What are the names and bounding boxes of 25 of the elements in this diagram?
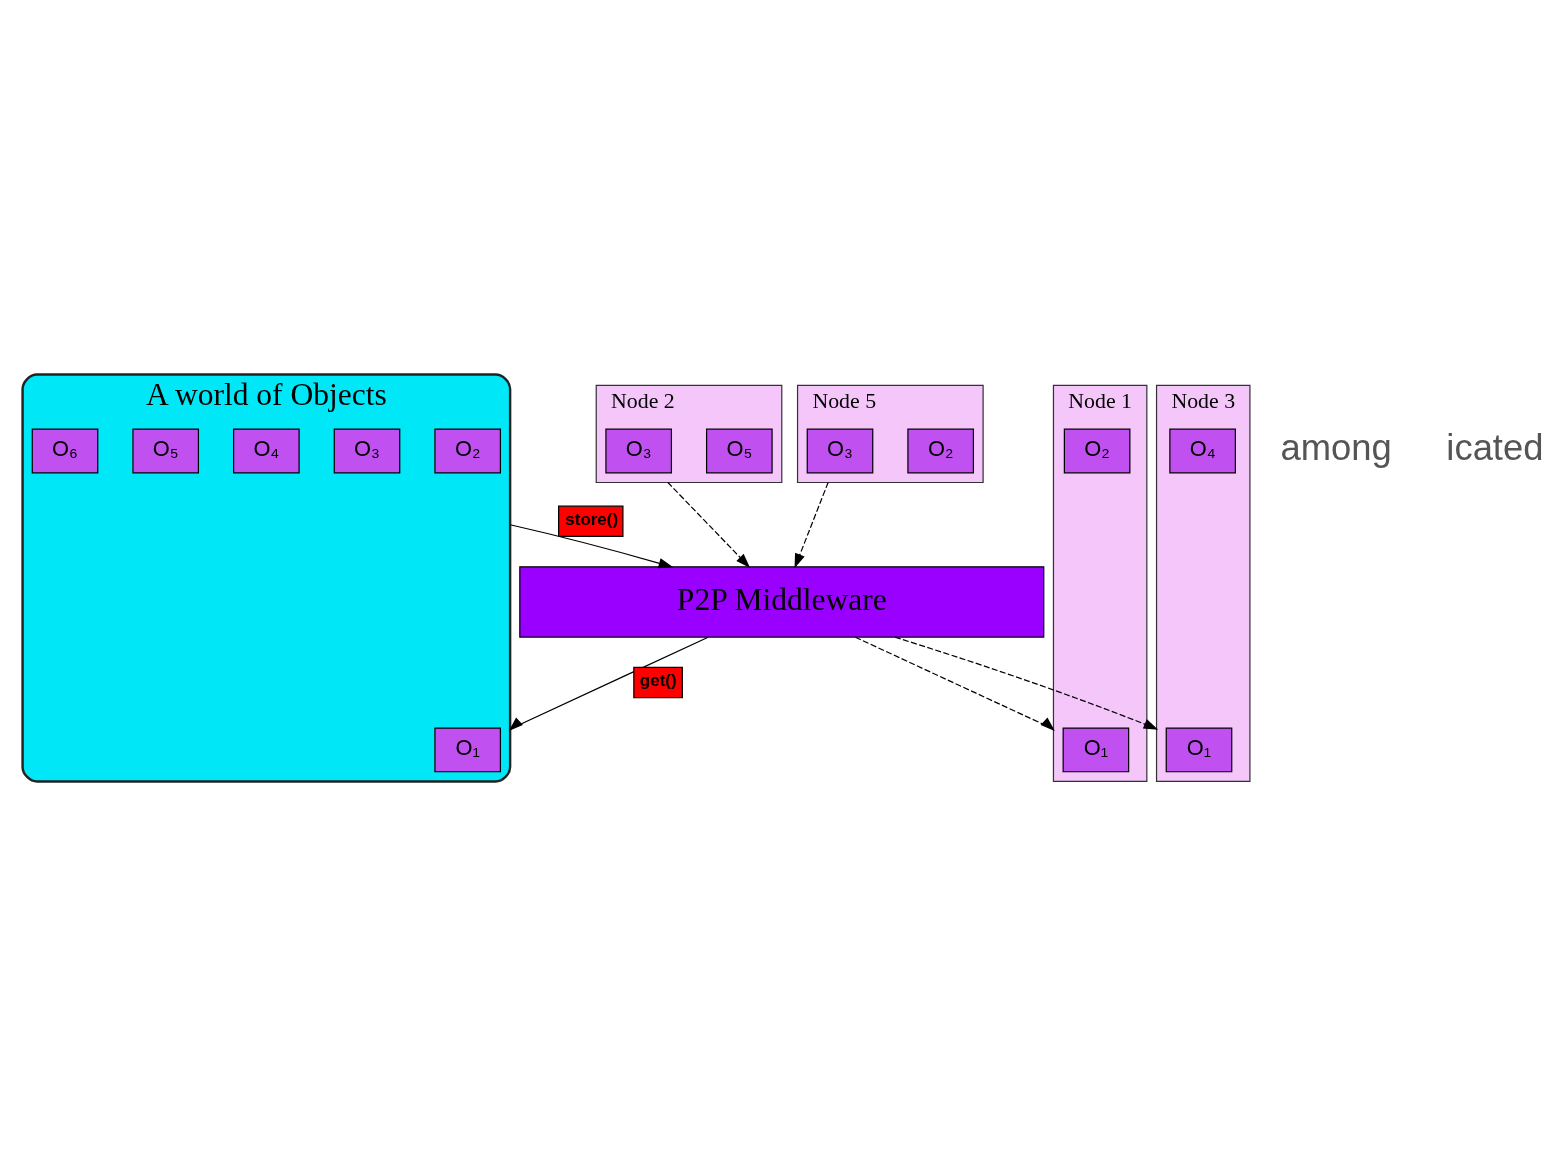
arrow <box>509 524 674 569</box>
node-box: O₄ <box>1169 428 1236 474</box>
label: among <box>1280 427 1392 469</box>
edge-label: store() <box>565 510 619 530</box>
node-box: O₄ <box>233 428 300 474</box>
arrow <box>794 481 829 569</box>
node-box: O₁ <box>434 727 502 773</box>
node-box: O₂ <box>907 428 974 474</box>
node-box: O₁ <box>1165 727 1233 773</box>
arrow <box>854 636 1055 732</box>
node-box: O₆ <box>31 428 99 474</box>
label: icated <box>1446 427 1544 469</box>
node-box: O₂ <box>434 428 502 474</box>
edge-label: get() <box>639 671 677 691</box>
node-box: O₃ <box>806 428 874 474</box>
node-box: O₅ <box>706 428 773 474</box>
node-box: O₃ <box>333 428 401 474</box>
node-box: O₃ <box>605 428 673 474</box>
node-box: O₁ <box>1062 727 1130 773</box>
arrow <box>894 636 1159 730</box>
node-box: O₅ <box>132 428 200 474</box>
arrow <box>667 481 751 568</box>
arrow <box>508 636 709 732</box>
node-box: O₂ <box>1063 428 1131 474</box>
node-box: P2P Middleware <box>519 566 1045 638</box>
